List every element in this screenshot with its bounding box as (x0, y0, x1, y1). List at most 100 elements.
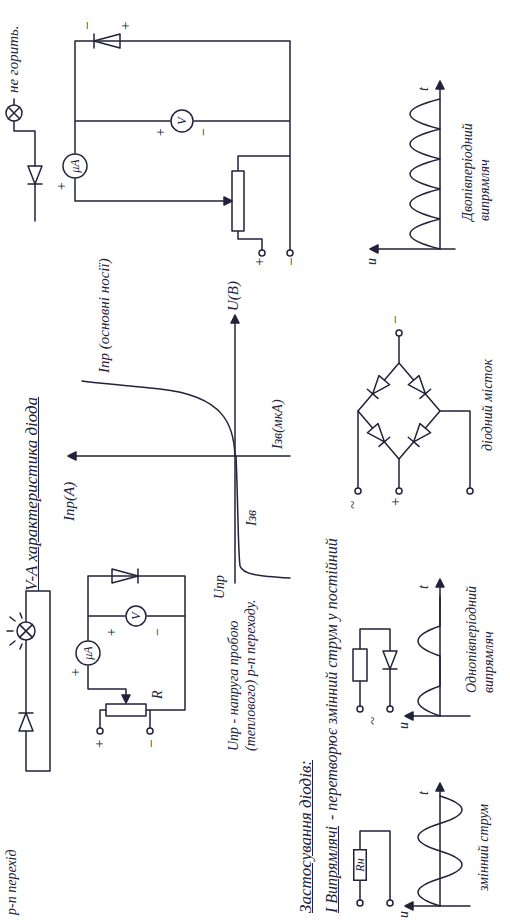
definition-text: - перетворює змінний струм у постійний (322, 538, 341, 820)
wire (75, 41, 290, 250)
axis-label: Iпр(A) (60, 482, 78, 521)
section-heading: Застосування діодів: (296, 760, 316, 913)
circuit-caption: діодний місток (480, 359, 497, 451)
terminal (387, 706, 393, 712)
current-axis (74, 455, 290, 457)
terminal (287, 250, 293, 256)
symbol-letter: Rн (354, 858, 366, 871)
diode-symbol (94, 34, 120, 48)
polarity-sign: − (386, 315, 404, 325)
wire (88, 576, 185, 728)
axis-arrow (436, 579, 444, 587)
symbol-letter: μA (82, 646, 94, 659)
diode-bar (420, 389, 431, 398)
axis-arrow (68, 452, 76, 460)
meter-circle (76, 641, 100, 665)
axis-arrow (436, 783, 444, 791)
axis-label: t (416, 585, 433, 589)
wave-caption: Однопівперіодний випрямляч (464, 543, 498, 693)
forward-curve (82, 381, 235, 456)
curve-label: Iпр (основні носії) (95, 258, 113, 373)
diode-symbol (112, 569, 138, 583)
polarity-sign: − (142, 739, 160, 749)
diode-symbol (367, 424, 384, 442)
half-wave (418, 596, 440, 716)
lamp-rays (7, 613, 22, 649)
ac-wave (418, 796, 462, 906)
component-name: R (150, 690, 167, 699)
polarity-sign: + (54, 182, 71, 191)
diode-bar (19, 712, 33, 714)
rheostat-symbol (232, 171, 244, 231)
terminal (147, 728, 153, 734)
polarity-sign: + (250, 257, 268, 267)
wire (26, 591, 50, 771)
symbol-letter: V (176, 117, 188, 124)
diode-symbol (373, 376, 390, 394)
note-text: Uпр - напруга пробою (теплового) p-n пер… (226, 591, 260, 751)
axis-arrow (231, 315, 239, 323)
terminal (467, 488, 473, 494)
ammeter-symbol: μA (62, 153, 88, 179)
diode-symbol (414, 424, 431, 442)
polarity-sign: − (282, 257, 300, 267)
polarity-sign: + (68, 668, 85, 677)
diode-bar (137, 569, 139, 583)
diode-symbol (28, 166, 42, 184)
lamp-note: не горить. (4, 25, 22, 93)
curve-label: Iзв (244, 510, 261, 526)
polarity-sign: + (116, 21, 134, 31)
resistor-symbol (353, 649, 367, 681)
diode-symbol (19, 713, 33, 731)
axis-label: t (416, 87, 433, 91)
meter-circle (126, 606, 146, 626)
polarity-sign: + (386, 497, 404, 507)
ac-sign: ~ (344, 501, 362, 509)
diode-bar (93, 34, 95, 48)
diode-bar (408, 437, 419, 446)
bridge-wire (358, 363, 440, 459)
wave-axes (411, 585, 470, 716)
axis-mark: Uпр (212, 575, 229, 599)
reverse-curve (236, 456, 290, 578)
axis-label: u (396, 722, 413, 729)
polarity-sign: − (78, 21, 96, 31)
lamp-cross (8, 107, 19, 118)
polarity-sign: − (196, 128, 213, 137)
rheostat-symbol (106, 704, 146, 716)
axis-label: u (364, 258, 381, 265)
terminal (396, 330, 402, 336)
diode-bar (367, 389, 378, 398)
ac-sign: ~ (364, 717, 382, 725)
section-fragment: р-п перехід (4, 849, 21, 915)
terminal (387, 900, 393, 906)
polarity-sign: + (153, 128, 170, 137)
voltmeter-symbol: V (125, 605, 147, 627)
lamp-cross (20, 625, 33, 638)
resistor-box (354, 850, 367, 881)
wave-axes (376, 87, 455, 249)
axis-arrow (436, 81, 444, 89)
terminal (259, 250, 265, 256)
lamp-symbol (17, 622, 35, 640)
meter-circle (171, 110, 193, 132)
terminal (357, 706, 363, 712)
diode-bar (28, 183, 42, 185)
polarity-sign: − (150, 628, 167, 637)
axis-label: U(B) (224, 281, 242, 311)
voltmeter-symbol: V (170, 109, 194, 133)
lamp-symbol (6, 105, 22, 121)
axis-label: Iзв(мкА) (270, 399, 287, 449)
diode-symbol (408, 376, 425, 394)
axis-arrow (405, 712, 413, 720)
symbol-letter: V (130, 612, 142, 619)
wave-axes (411, 789, 470, 906)
wire (358, 336, 470, 488)
terminal (97, 728, 103, 734)
diode-bar (383, 668, 397, 670)
terminal (396, 488, 402, 494)
load-resistor: Rн (353, 849, 367, 881)
section-heading: V-A характеристика діода (22, 397, 42, 591)
symbol-letter: μA (69, 159, 81, 172)
